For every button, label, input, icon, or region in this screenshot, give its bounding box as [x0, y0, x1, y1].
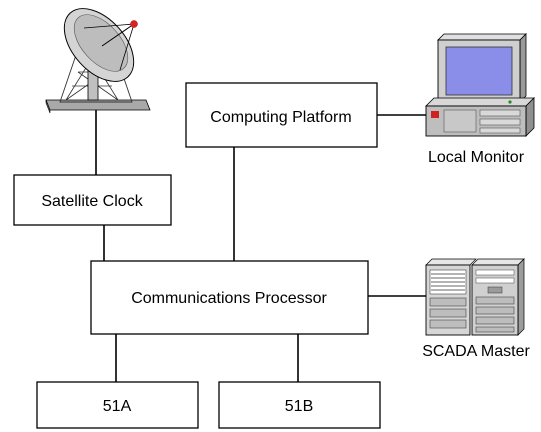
relay-51a-node: 51A: [36, 381, 199, 429]
relay-51b-node: 51B: [218, 381, 381, 429]
communications-processor-node: Communications Processor: [90, 260, 369, 335]
desktop-computer-icon: [425, 33, 535, 137]
computing-platform-box: [185, 82, 378, 148]
relay-51b-box: [218, 381, 381, 429]
local-monitor-label: Local Monitor: [428, 149, 525, 166]
relay-51a-box: [36, 381, 199, 429]
server-rack-icon: [425, 258, 525, 336]
relay-51a-label: 51A: [103, 398, 132, 415]
communications-processor-label: Communications Processor: [131, 290, 327, 307]
satellite-clock-box: [13, 174, 172, 226]
communications-processor-box: [90, 260, 369, 335]
satellite-clock-node: Satellite Clock: [13, 174, 172, 226]
relay-51b-label: 51B: [285, 398, 313, 415]
computing-platform-node: Computing Platform: [185, 82, 378, 148]
satellite-clock-label: Satellite Clock: [41, 193, 143, 210]
computing-platform-label: Computing Platform: [210, 109, 351, 126]
scada-master-label: SCADA Master: [422, 343, 530, 360]
connection-lines: [95, 102, 432, 382]
satellite-dish-icon: [45, 8, 151, 114]
